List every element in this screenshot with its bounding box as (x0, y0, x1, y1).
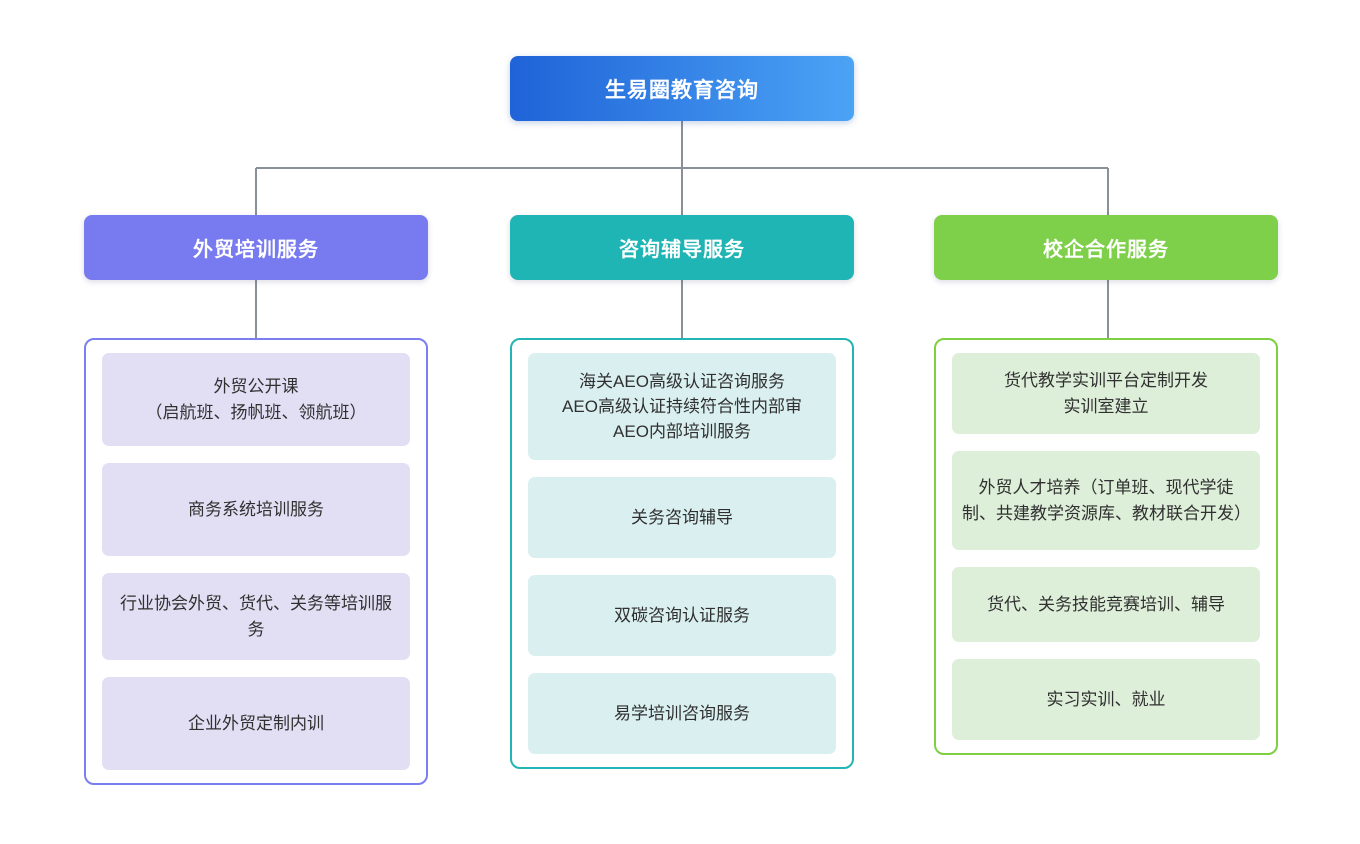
category-header-training[interactable]: 外贸培训服务 (84, 215, 428, 280)
item-card[interactable]: 外贸公开课 （启航班、扬帆班、领航班） (102, 353, 410, 446)
category-header-consulting[interactable]: 咨询辅导服务 (510, 215, 854, 280)
item-card[interactable]: 行业协会外贸、货代、关务等培训服务 (102, 573, 410, 660)
item-card[interactable]: 货代教学实训平台定制开发 实训室建立 (952, 353, 1260, 434)
item-card[interactable]: 实习实训、就业 (952, 659, 1260, 740)
category-header-training-label: 外贸培训服务 (193, 239, 319, 261)
category-header-consulting-label: 咨询辅导服务 (619, 239, 745, 261)
item-card[interactable]: 货代、关务技能竞赛培训、辅导 (952, 567, 1260, 642)
items-container-school-enterprise: 货代教学实训平台定制开发 实训室建立 外贸人才培养（订单班、现代学徒制、共建教学… (934, 338, 1278, 755)
category-header-school-enterprise[interactable]: 校企合作服务 (934, 215, 1278, 280)
item-card[interactable]: 关务咨询辅导 (528, 477, 836, 558)
branch-column-consulting: 咨询辅导服务 海关AEO高级认证咨询服务 AEO高级认证持续符合性内部审 AEO… (510, 215, 854, 769)
item-card[interactable]: 易学培训咨询服务 (528, 673, 836, 754)
category-header-school-enterprise-label: 校企合作服务 (1043, 239, 1169, 261)
branch-column-school-enterprise: 校企合作服务 货代教学实训平台定制开发 实训室建立 外贸人才培养（订单班、现代学… (934, 215, 1278, 755)
item-card[interactable]: 海关AEO高级认证咨询服务 AEO高级认证持续符合性内部审 AEO内部培训服务 (528, 353, 836, 460)
item-card[interactable]: 商务系统培训服务 (102, 463, 410, 556)
branch-column-training: 外贸培训服务 外贸公开课 （启航班、扬帆班、领航班） 商务系统培训服务 行业协会… (84, 215, 428, 785)
items-container-consulting: 海关AEO高级认证咨询服务 AEO高级认证持续符合性内部审 AEO内部培训服务 … (510, 338, 854, 769)
root-node-label: 生易圈教育咨询 (605, 78, 759, 102)
item-card[interactable]: 双碳咨询认证服务 (528, 575, 836, 656)
item-card[interactable]: 外贸人才培养（订单班、现代学徒制、共建教学资源库、教材联合开发） (952, 451, 1260, 550)
items-container-training: 外贸公开课 （启航班、扬帆班、领航班） 商务系统培训服务 行业协会外贸、货代、关… (84, 338, 428, 785)
item-card[interactable]: 企业外贸定制内训 (102, 677, 410, 770)
root-node[interactable]: 生易圈教育咨询 (510, 56, 854, 121)
